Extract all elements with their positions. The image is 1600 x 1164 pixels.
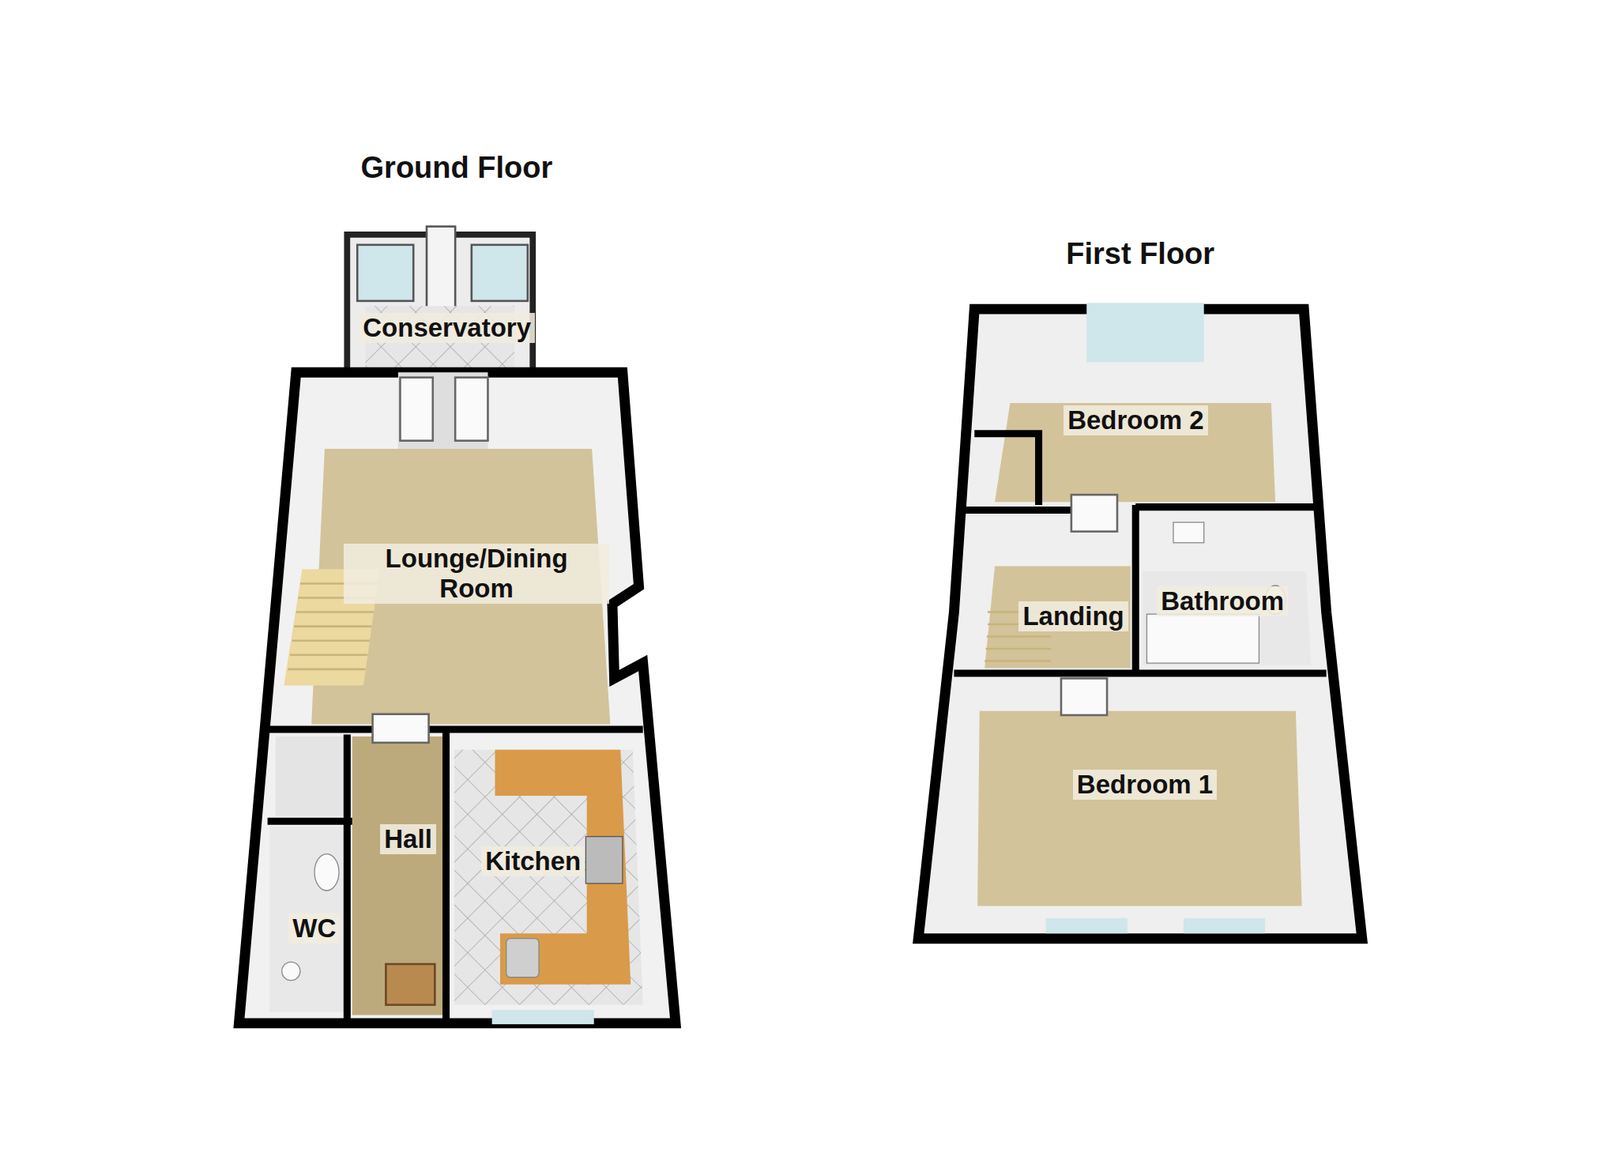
front-door <box>385 963 435 1006</box>
window <box>1183 918 1265 934</box>
kitchen-floor <box>454 749 644 1006</box>
door <box>372 714 430 743</box>
room-label: Bedroom 1 <box>1072 769 1217 800</box>
room: Kitchen <box>464 839 603 885</box>
room: Conservatory <box>336 305 558 349</box>
room-label: Lounge/Dining Room <box>343 543 610 604</box>
door <box>1061 677 1107 715</box>
floor-heading: Ground Floor <box>361 150 554 186</box>
window <box>1086 302 1204 362</box>
window <box>1046 918 1128 934</box>
floor-plan: Ground FloorConservatoryLounge/Dining Ro… <box>229 150 685 1031</box>
room: Bedroom 1 <box>1042 762 1247 808</box>
room-label: WC <box>288 913 340 944</box>
room-label: Bedroom 2 <box>1063 405 1208 436</box>
window <box>357 244 414 302</box>
bedroom-floor <box>977 711 1303 907</box>
hob <box>585 836 622 884</box>
bathroom-floor <box>1142 571 1311 666</box>
toilet <box>314 854 339 891</box>
interior-walls <box>953 433 1326 674</box>
outer-wall <box>918 308 1363 939</box>
room: Bedroom 2 <box>1030 398 1241 444</box>
landing-floor <box>984 565 1131 668</box>
sink <box>506 938 539 978</box>
basin <box>1173 522 1205 543</box>
doorway <box>398 372 489 449</box>
window <box>471 244 528 302</box>
room-label: Conservatory <box>358 312 535 343</box>
first-floor-plan <box>918 302 1363 938</box>
door <box>399 377 433 441</box>
worktop <box>500 933 591 985</box>
interior-walls <box>267 729 644 1024</box>
cupboard <box>275 736 353 817</box>
window <box>492 1009 595 1024</box>
room: Lounge/Dining Room <box>343 530 610 617</box>
floor-heading: First Floor <box>1065 237 1215 272</box>
outer-wall <box>238 372 676 1024</box>
door <box>1071 494 1118 531</box>
hall-floor <box>352 736 445 1015</box>
basin <box>282 961 301 980</box>
room-label: Kitchen <box>481 846 585 877</box>
room: WC <box>277 907 351 949</box>
room-label: Hall <box>380 824 437 855</box>
room: Landing <box>1000 594 1148 640</box>
door <box>455 377 488 441</box>
room: Hall <box>361 816 454 862</box>
ground-floor-plan <box>238 226 676 1025</box>
wc-floor <box>269 826 344 1013</box>
door <box>426 226 456 311</box>
bath <box>1146 613 1259 663</box>
room: Bathroom <box>1140 578 1305 624</box>
room-label: Landing <box>1018 601 1128 632</box>
floor-plan: First FloorBedroom 2 Landing BathroomBedro… <box>913 237 1368 945</box>
room-label: Bathroom <box>1156 586 1288 617</box>
